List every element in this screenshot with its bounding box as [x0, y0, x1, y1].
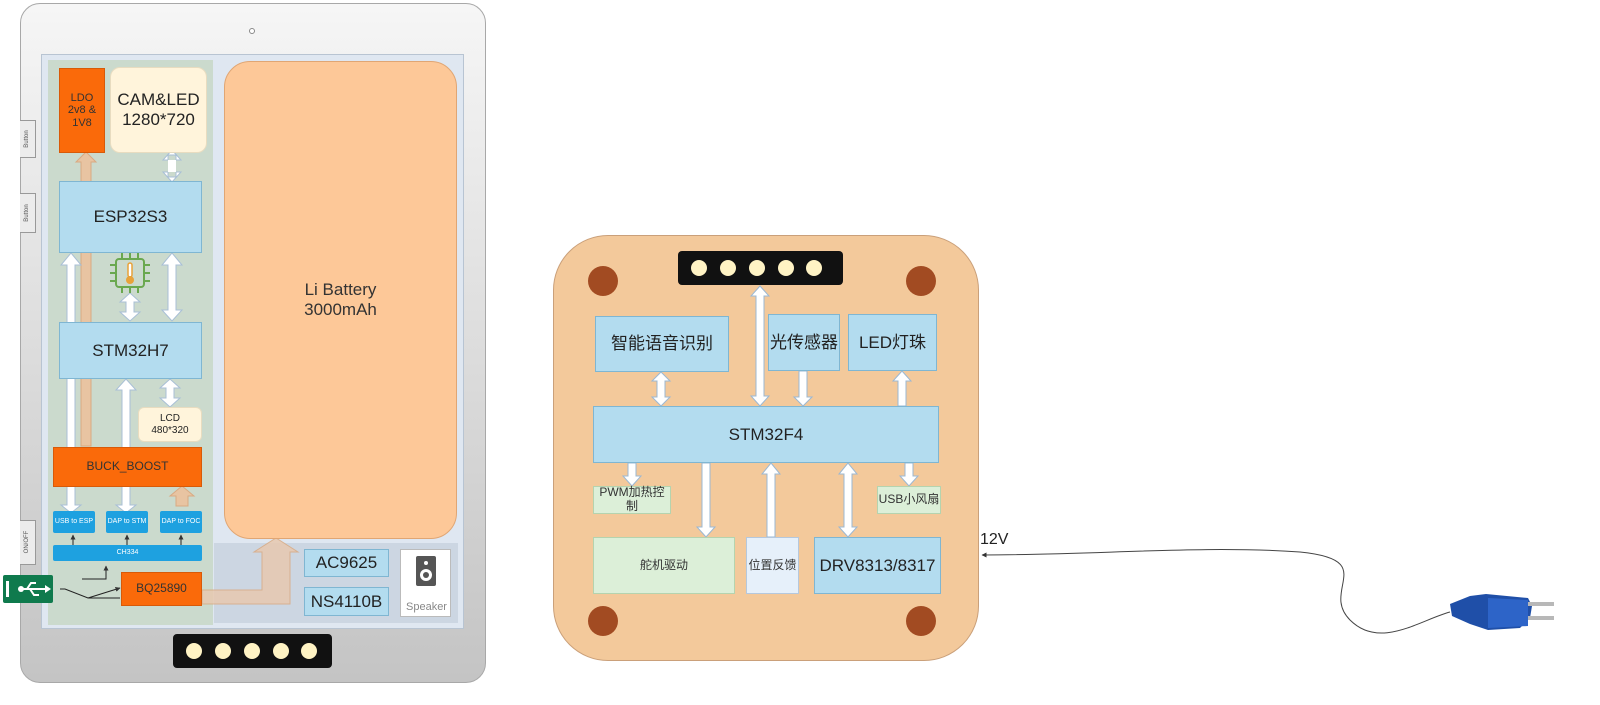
lcd-block: LCD 480*320: [138, 407, 202, 442]
light-sensor-block: 光传感器: [768, 314, 840, 371]
pogo-pin: [749, 260, 765, 276]
tablet-pogo-pins: [173, 634, 332, 668]
drv-block: DRV8313/8317: [814, 537, 941, 594]
mount-hole: [588, 606, 618, 636]
mount-hole: [906, 266, 936, 296]
voice-recognition-block: 智能语音识别: [595, 316, 729, 372]
mount-hole: [906, 606, 936, 636]
pogo-pin: [720, 260, 736, 276]
li-battery-block: Li Battery 3000mAh: [224, 61, 457, 539]
board-pogo-pins: [678, 251, 843, 285]
pogo-pin: [215, 643, 231, 659]
dap-to-foc-chip: DAP to FOC: [160, 511, 202, 533]
pogo-pin: [273, 643, 289, 659]
speaker-label: Speaker: [406, 601, 447, 613]
usb-to-esp-chip: USB to ESP: [53, 511, 95, 533]
pogo-pin: [244, 643, 260, 659]
mount-hole: [588, 266, 618, 296]
speaker-block: Speaker: [400, 549, 451, 617]
dap-to-stm-chip: DAP to STM: [106, 511, 148, 533]
esp32s3-block: ESP32S3: [59, 181, 202, 253]
stm32h7-block: STM32H7: [59, 322, 202, 379]
pogo-pin: [301, 643, 317, 659]
side-button-2[interactable]: [20, 193, 36, 233]
position-feedback-block: 位置反馈: [746, 537, 799, 594]
power-plug-icon: [1450, 594, 1554, 630]
cam-led-block: CAM&LED 1280*720: [110, 67, 207, 153]
usb-icon: [6, 581, 51, 597]
buck-boost-block: BUCK_BOOST: [53, 447, 202, 487]
ldo-block: LDO 2v8 & 1V8: [59, 68, 105, 153]
ch334-chip: CH334: [53, 545, 202, 561]
stm32f4-block: STM32F4: [593, 406, 939, 463]
ns4110b-block: NS4110B: [304, 587, 389, 616]
side-button-1[interactable]: [20, 120, 36, 158]
bq25890-block: BQ25890: [121, 572, 202, 606]
servo-driver-block: 舵机驱动: [593, 537, 735, 594]
onoff-button[interactable]: [20, 520, 36, 565]
ac9625-block: AC9625: [304, 549, 389, 577]
pwm-heating-block: PWM加热控制: [593, 485, 671, 514]
usb-port[interactable]: [3, 575, 53, 603]
thermometer-icon: [126, 262, 134, 284]
temperature-chip-icon: [110, 253, 150, 293]
voltage-label: 12V: [980, 531, 1009, 548]
signal-arrows: [59, 149, 184, 514]
pogo-pin: [778, 260, 794, 276]
pogo-pin: [691, 260, 707, 276]
camera-dot: [249, 28, 255, 34]
usb-fan-block: USB小风扇: [877, 486, 941, 514]
speaker-icon: [416, 556, 436, 586]
led-block: LED灯珠: [848, 314, 937, 371]
pogo-pin: [806, 260, 822, 276]
power-cable: [981, 549, 1451, 634]
pogo-pin: [186, 643, 202, 659]
